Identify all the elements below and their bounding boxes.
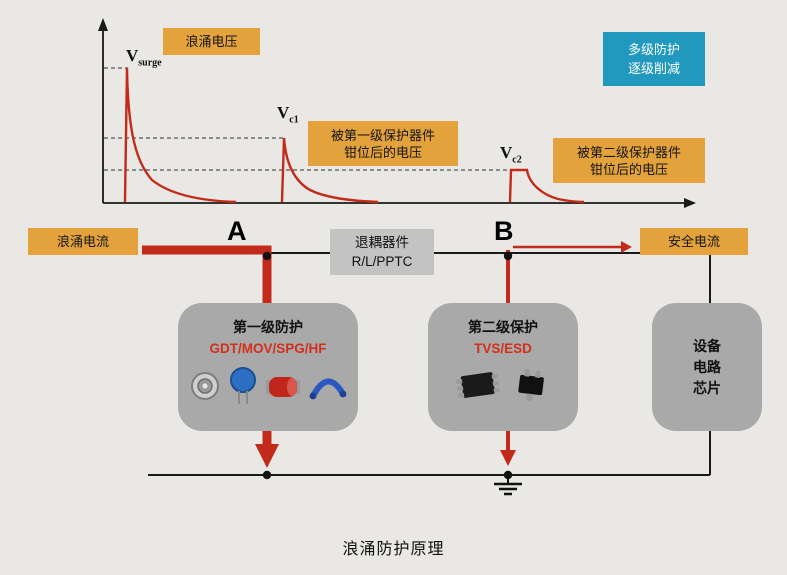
clamp2-voltage-label: 被第二级保护器件 钳位后的电压: [553, 138, 705, 183]
v-c2-label: Vc2: [500, 143, 522, 166]
v-c1-label: Vc1: [277, 103, 299, 126]
equipment-line2: 电路: [693, 358, 721, 375]
stage1-title: 第一级防护: [233, 319, 303, 335]
node-a-label: A: [227, 216, 247, 246]
equipment-box: 设备 电路 芯片: [652, 303, 762, 431]
y-axis-arrow-icon: [98, 18, 108, 31]
stage2-components: [452, 364, 554, 408]
stage2-down-arrow-icon: [500, 450, 516, 466]
surge-current-label: 浪涌电流: [28, 228, 138, 255]
decoupling-device-box: 退耦器件 R/L/PPTC: [330, 229, 434, 275]
x-axis-arrow-icon: [684, 198, 696, 208]
clamped-pulse-2-curve: [508, 168, 585, 204]
stage1-protection-box: 第一级防护 GDT/MOV/SPG/HF: [178, 303, 358, 431]
hf-component-icon: [309, 378, 347, 400]
equipment-line1: 设备: [693, 337, 721, 354]
junction-dot-b-top: [503, 251, 513, 261]
esd-chip-icon: [518, 369, 544, 402]
v-surge-label: Vsurge: [126, 46, 162, 69]
spg-component-icon: [266, 377, 300, 397]
multilevel-note: 多级防护 逐级削减: [603, 32, 705, 86]
surge-voltage-text: 浪涌电压: [185, 34, 238, 49]
ground-symbol-icon: [494, 475, 522, 496]
surge-down-arrow-icon: [255, 444, 279, 468]
stage2-devices: TVS/ESD: [474, 341, 532, 356]
clamped-pulse-1-curve: [280, 137, 379, 204]
safe-current-label: 安全电流: [640, 228, 748, 255]
stage2-title: 第二级保护: [468, 319, 538, 335]
safe-current-arrow-icon: [621, 241, 632, 253]
equipment-line3: 芯片: [693, 379, 721, 396]
stage1-devices: GDT/MOV/SPG/HF: [209, 341, 327, 356]
surge-voltage-label: 浪涌电压: [163, 28, 260, 55]
stage2-protection-box: 第二级保护 TVS/ESD: [428, 303, 578, 431]
junction-dot-a-top: [262, 251, 272, 261]
junction-dot-a-bottom: [262, 470, 272, 480]
gdt-component-icon: [191, 372, 219, 400]
page-title: 浪涌防护原理: [342, 541, 445, 558]
stage1-components: [187, 364, 349, 408]
tvs-chip-icon: [455, 372, 501, 398]
mov-component-icon: [230, 367, 256, 404]
clamp1-voltage-label: 被第一级保护器件 钳位后的电压: [308, 121, 458, 166]
node-b-label: B: [494, 216, 514, 246]
surge-pulse-curve: [123, 67, 237, 204]
